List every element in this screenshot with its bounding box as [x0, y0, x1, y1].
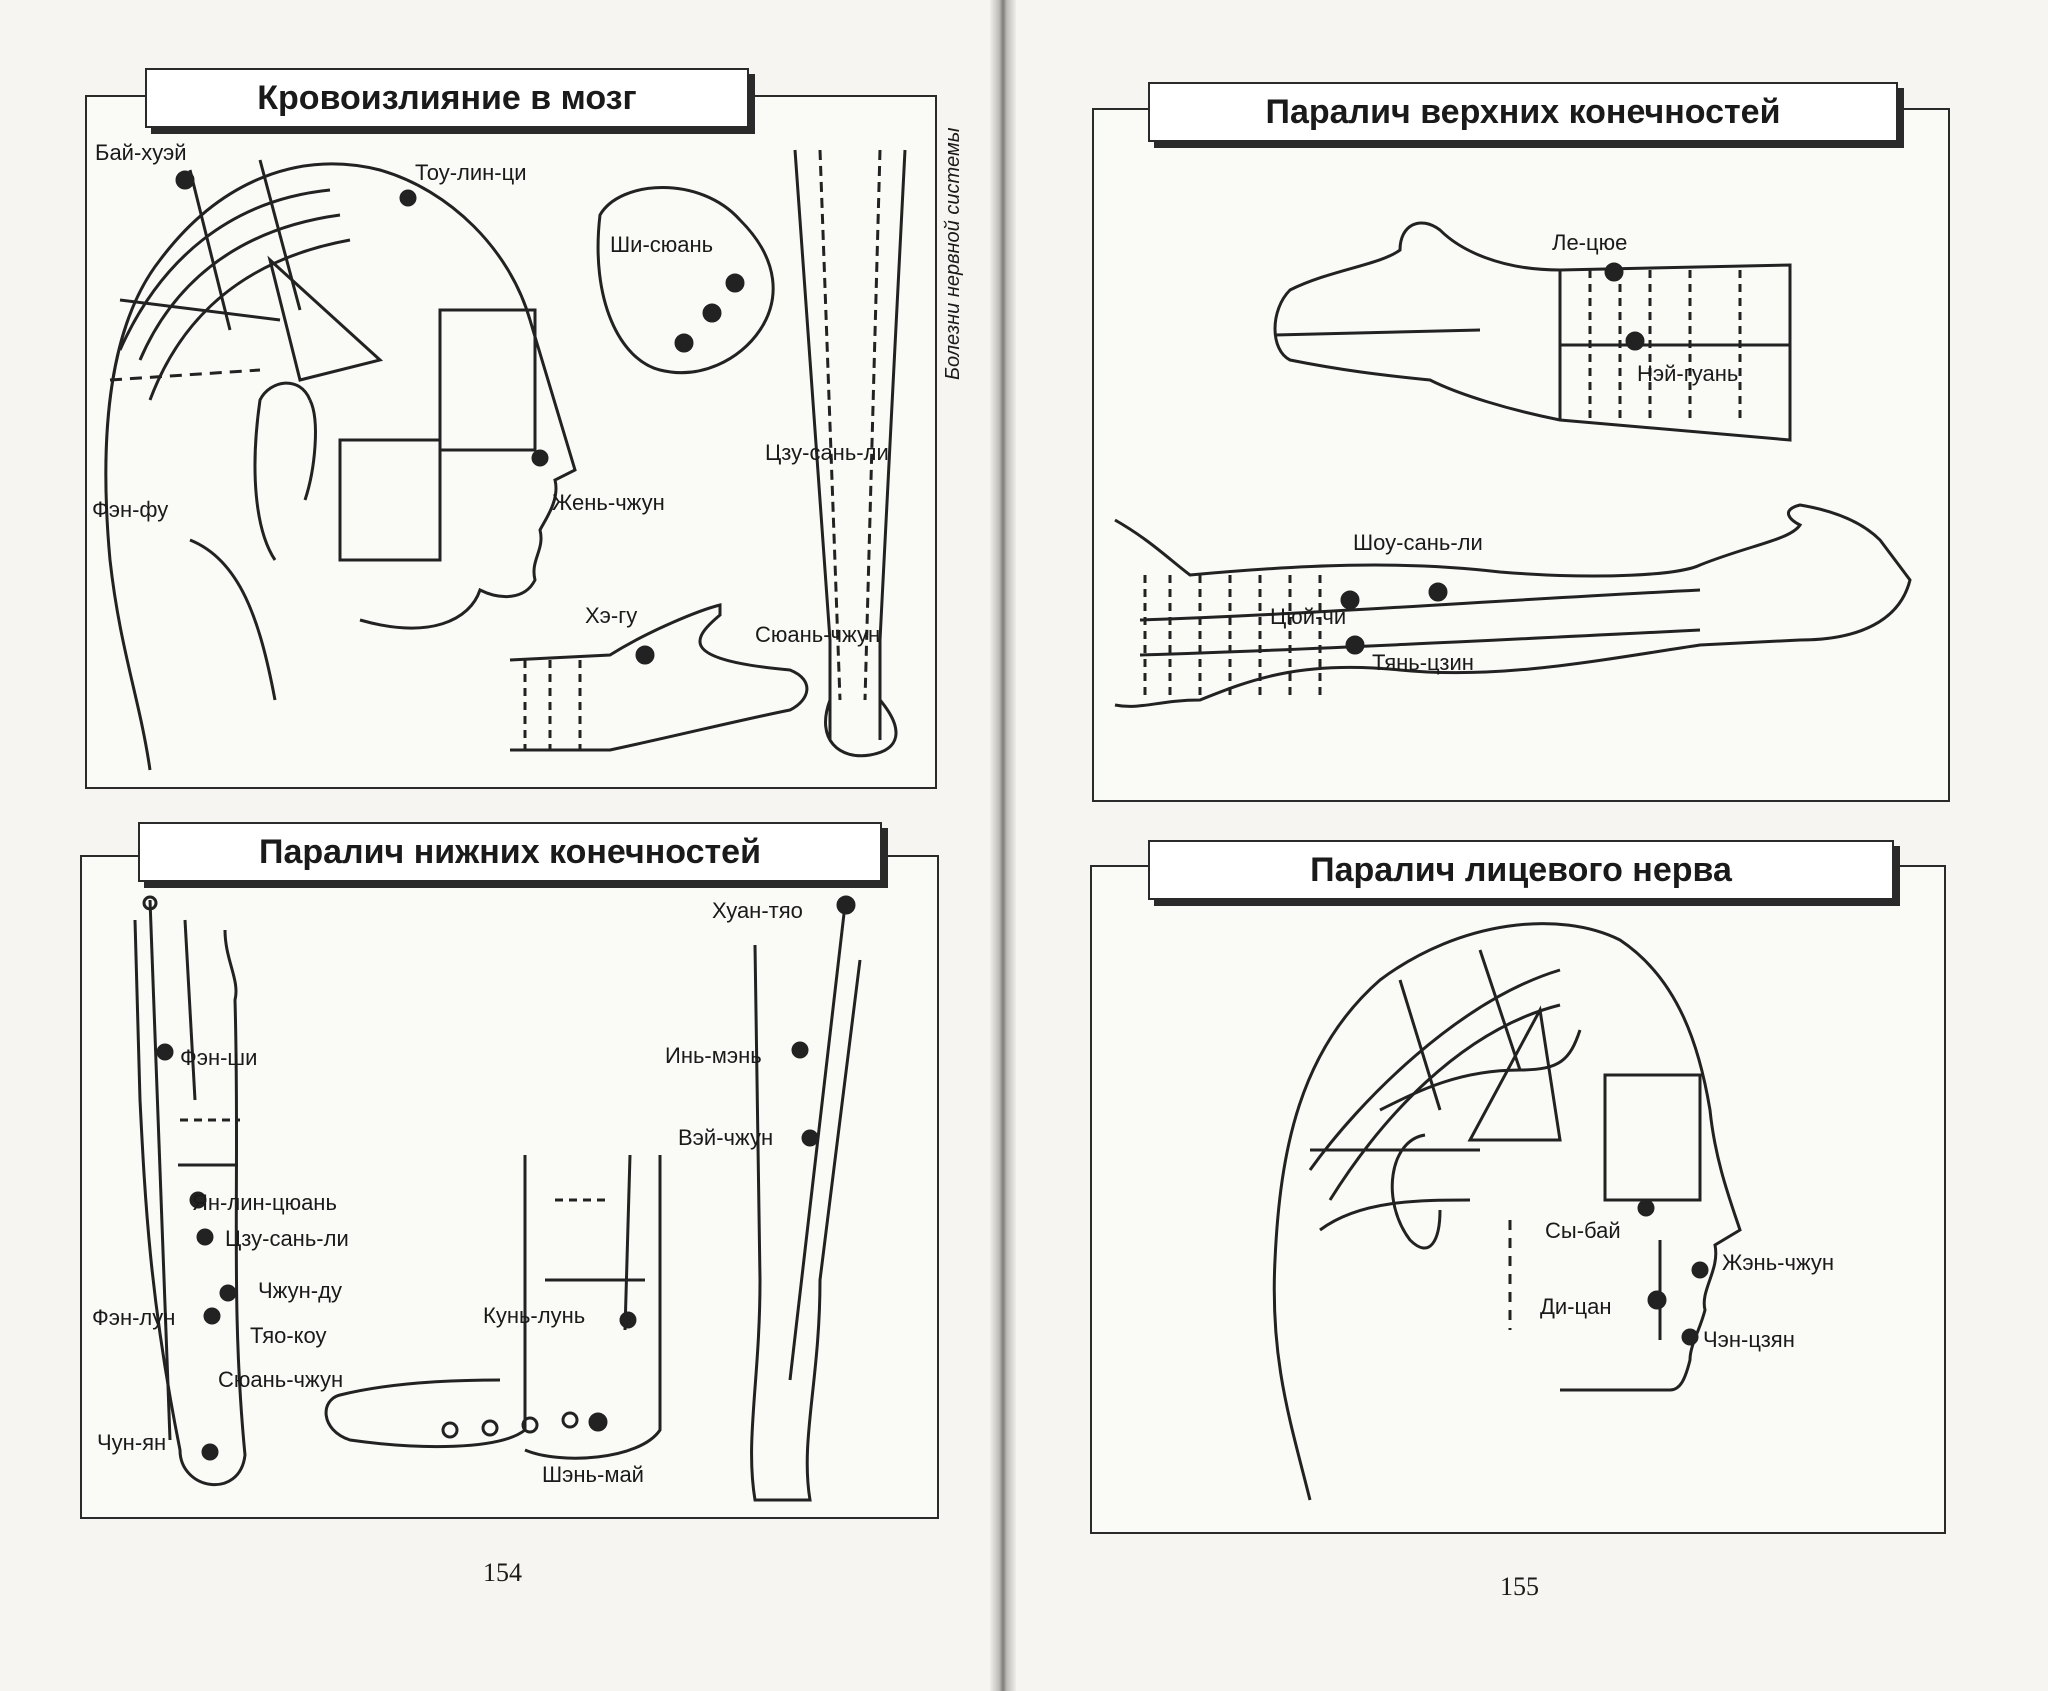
page-number-right: 155: [1500, 1572, 1539, 1601]
label-tian-jing: Тянь-цзин: [1372, 650, 1474, 675]
label-xuan-zhong-2: Сюань-чжун: [218, 1367, 344, 1392]
label-huan-tiao: Хуан-тяо: [712, 898, 803, 923]
label-feng-long: Фэн-лун: [92, 1305, 176, 1330]
label-zu-san-li-1: Цзу-сань-ли: [765, 440, 889, 465]
label-kun-lun: Кунь-лунь: [483, 1303, 586, 1328]
label-he-gu: Хэ-гу: [585, 603, 638, 628]
label-yang-ling-quan: Ян-лин-цюань: [192, 1190, 337, 1215]
upper-title: Паралич верхних конечностей: [1148, 82, 1898, 142]
page-number-left: 154: [483, 1558, 522, 1587]
label-shi-xuan: Ши-сюань: [610, 232, 714, 257]
lower-title: Паралич нижних конечностей: [138, 822, 882, 882]
label-nei-guan: Нэй-гуань: [1637, 361, 1739, 386]
book-spine: [990, 0, 1016, 1691]
panel-facial: [1090, 865, 1946, 1534]
label-tiao-kou: Тяо-коу: [250, 1323, 327, 1348]
label-lie-que: Ле-цюе: [1552, 230, 1628, 255]
label-wei-zhong: Вэй-чжун: [678, 1125, 774, 1150]
label-shou-san-li: Шоу-сань-ли: [1353, 530, 1483, 555]
label-qu-chi: Цюй-чи: [1270, 604, 1347, 629]
label-ren-zhong-facial: Жэнь-чжун: [1722, 1250, 1835, 1275]
facial-title: Паралич лицевого нерва: [1148, 840, 1894, 900]
label-chong-yang: Чун-ян: [97, 1430, 167, 1455]
label-di-cang: Ди-цан: [1540, 1294, 1612, 1319]
label-tou-lin-qi: Тоу-лин-ци: [415, 160, 527, 185]
label-feng-fu: Фэн-фу: [92, 497, 169, 522]
label-zu-san-li-2: Цзу-сань-ли: [225, 1226, 349, 1251]
label-shen-mai: Шэнь-май: [542, 1462, 644, 1487]
label-bai-hui: Бай-хуэй: [95, 140, 187, 165]
label-cheng-jiang: Чэн-цзян: [1703, 1327, 1795, 1352]
label-feng-shi: Фэн-ши: [180, 1045, 258, 1070]
label-xuan-zhong-1: Сюань-чжун: [755, 622, 881, 647]
panel-lower: [80, 855, 939, 1519]
label-si-bai: Сы-бай: [1545, 1218, 1621, 1243]
label-ren-zhong: Жень-чжун: [552, 490, 665, 515]
label-yin-men: Инь-мэнь: [665, 1043, 762, 1068]
stroke-title: Кровоизлияние в мозг: [145, 68, 749, 128]
label-zhong-du: Чжун-ду: [258, 1278, 342, 1303]
